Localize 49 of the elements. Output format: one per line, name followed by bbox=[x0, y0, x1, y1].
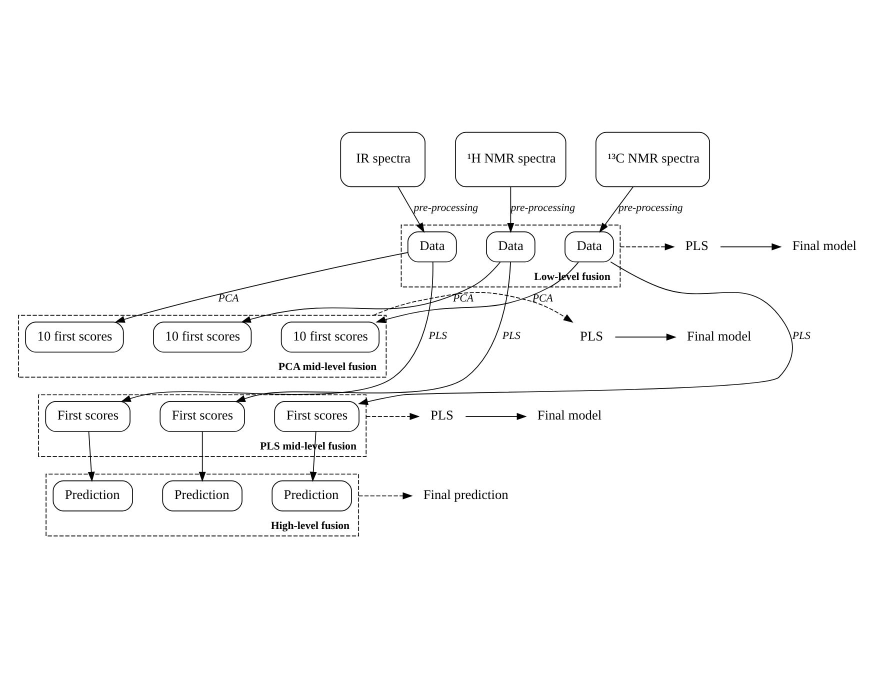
edge-label: PCA bbox=[532, 292, 553, 304]
node-text: Final prediction bbox=[423, 486, 508, 502]
arrow bbox=[599, 186, 634, 232]
node-box: 10 first scores bbox=[25, 321, 124, 352]
arrow bbox=[310, 430, 317, 482]
node-box: Prediction bbox=[52, 480, 133, 511]
arrow bbox=[366, 412, 420, 420]
edge-label: PLS bbox=[792, 330, 810, 342]
edge-label: PLS bbox=[502, 330, 520, 342]
arrow bbox=[114, 252, 408, 322]
edge-label: pre-processing bbox=[414, 202, 478, 214]
arrow bbox=[88, 430, 95, 482]
node-text: PLS bbox=[430, 407, 454, 422]
node-text: Final model bbox=[687, 328, 752, 343]
edge-label: pre-processing bbox=[618, 202, 683, 214]
arrow bbox=[614, 333, 676, 340]
node-box: ¹³C NMR spectra bbox=[596, 131, 710, 187]
arrow bbox=[620, 242, 675, 250]
arrow bbox=[358, 492, 413, 499]
node-box: 10 first scores bbox=[153, 321, 252, 352]
arrow bbox=[358, 260, 793, 405]
edge-label: PCA bbox=[453, 292, 474, 304]
edge-label: PCA bbox=[218, 292, 239, 304]
node-box: First scores bbox=[160, 400, 245, 432]
node-box: Data bbox=[486, 230, 536, 262]
arrow bbox=[376, 261, 579, 323]
node-text: Final model bbox=[792, 238, 857, 253]
node-box: IR spectra bbox=[340, 131, 426, 187]
arrow bbox=[120, 261, 434, 402]
node-text: PLS bbox=[685, 238, 708, 253]
node-box: Data bbox=[564, 230, 614, 262]
node-box: First scores bbox=[274, 400, 360, 432]
arrow bbox=[398, 186, 425, 232]
node-box: First scores bbox=[45, 400, 130, 432]
node-text: Final model bbox=[537, 407, 602, 422]
arrow bbox=[235, 261, 511, 402]
node-box: 10 first scores bbox=[280, 321, 380, 352]
node-box: Data bbox=[408, 230, 457, 262]
node-box: Prediction bbox=[272, 480, 352, 511]
node-box: Prediction bbox=[162, 480, 242, 511]
arrow bbox=[240, 261, 501, 322]
edge-label: PLS bbox=[428, 330, 447, 342]
arrow bbox=[465, 412, 527, 420]
arrow bbox=[720, 242, 782, 250]
arrow bbox=[198, 430, 206, 482]
arrow bbox=[507, 186, 514, 233]
arrow bbox=[372, 292, 574, 322]
node-text: PLS bbox=[580, 328, 604, 343]
node-box: ¹H NMR spectra bbox=[455, 131, 566, 187]
